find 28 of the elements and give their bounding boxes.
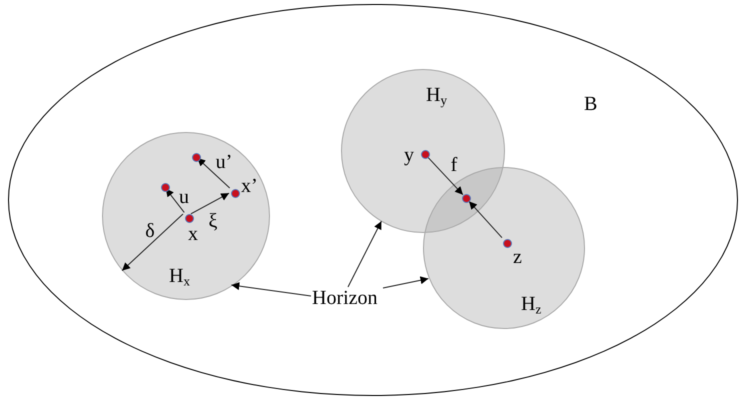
edge-label: u <box>179 187 189 207</box>
point-dot <box>192 152 200 162</box>
point-label: y <box>404 145 414 165</box>
arrow <box>122 214 184 272</box>
arrow <box>190 192 230 214</box>
arrow <box>165 188 185 213</box>
horizon-label: H$_{y}$ <box>426 85 447 105</box>
edge-label: ξ <box>208 211 218 231</box>
point-dot <box>160 182 170 192</box>
horizon-label: H$_{z}$ <box>521 294 542 314</box>
point-dot <box>502 238 512 248</box>
horizon-label: H$_{x}$ <box>169 266 190 286</box>
point-dot <box>230 188 240 198</box>
edge-label: u’ <box>216 152 232 172</box>
point-label: x’ <box>241 176 258 196</box>
region-label: B <box>584 94 598 114</box>
arrow <box>468 200 502 238</box>
point-label: x <box>188 224 198 244</box>
point-label: z <box>513 247 522 267</box>
edge-label: δ <box>145 221 155 241</box>
leader-line <box>382 276 429 288</box>
leader-line <box>348 220 382 288</box>
point-dot <box>420 150 430 158</box>
edge-label: f <box>450 155 458 175</box>
point-dot <box>184 214 194 222</box>
horizon-label: Horizon <box>312 288 378 308</box>
leader-line <box>230 282 312 296</box>
arrow <box>196 158 230 188</box>
